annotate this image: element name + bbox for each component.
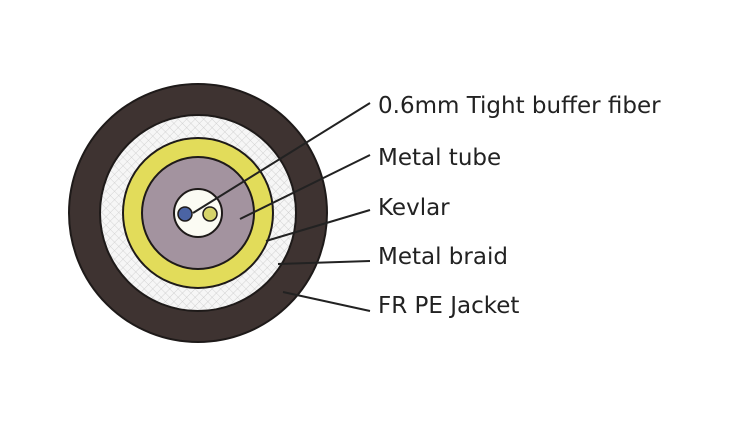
buffer-core: [173, 188, 223, 238]
leader-jacket: [282, 291, 371, 312]
label-jacket: FR PE Jacket: [378, 293, 519, 319]
label-kevlar: Kevlar: [378, 195, 450, 221]
fiber-blue: [177, 206, 193, 222]
label-braid: Metal braid: [378, 244, 508, 270]
leader-braid: [277, 260, 371, 265]
leader-fiber: [192, 102, 371, 214]
leader-kevlar: [265, 209, 371, 242]
leader-tube: [239, 154, 371, 220]
label-tube: Metal tube: [378, 145, 501, 171]
fiber-yellow: [202, 206, 218, 222]
label-fiber: 0.6mm Tight buffer fiber: [378, 93, 661, 119]
